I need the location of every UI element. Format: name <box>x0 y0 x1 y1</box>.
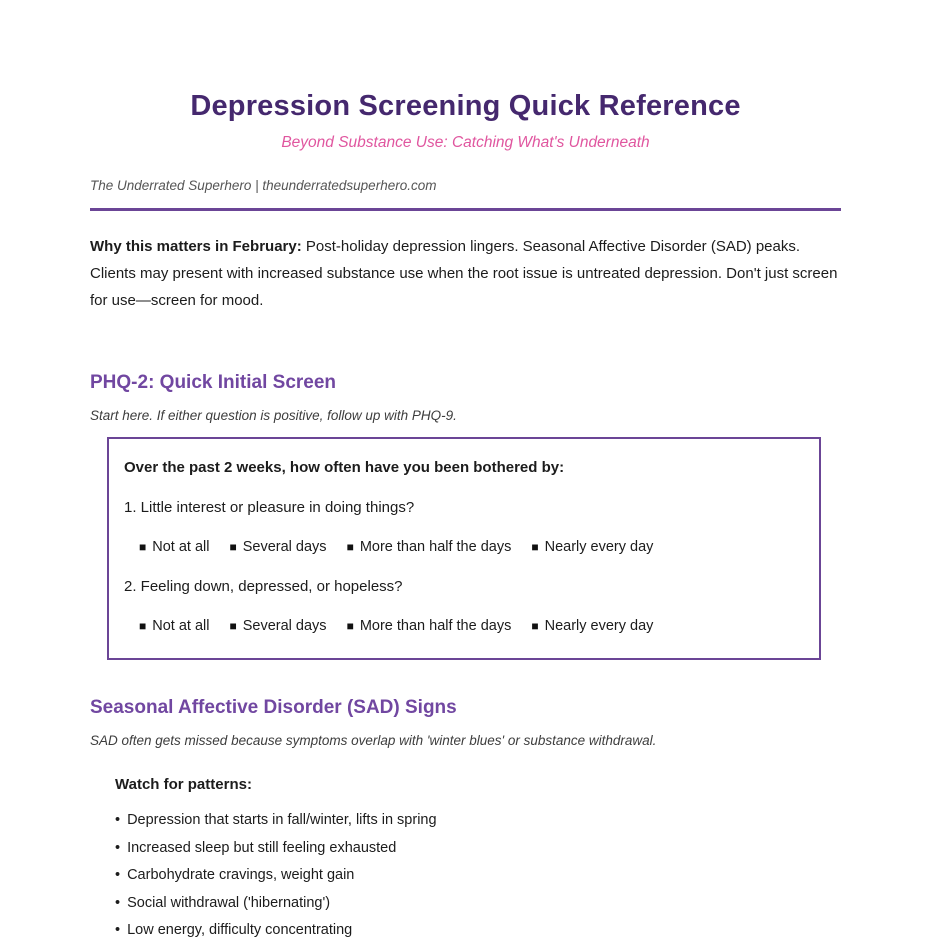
pattern-text: Social withdrawal ('hibernating') <box>127 894 331 911</box>
phq2-prompt: Over the past 2 weeks, how often have yo… <box>124 459 565 476</box>
pattern-text: Carbohydrate cravings, weight gain <box>127 867 355 883</box>
sad-patterns-list: Watch for patterns: • Depression that sta… <box>115 776 841 945</box>
bullet-icon: • <box>115 839 121 856</box>
bullet-icon: • <box>115 922 121 938</box>
intro-paragraph: Why this matters in February: Post-holid… <box>90 233 841 314</box>
option-more-than-half: ■ More than half the days <box>347 618 512 634</box>
option-label: Not at all <box>152 618 210 634</box>
bullet-icon: • <box>115 894 121 911</box>
pattern-text: Depression that starts in fall/winter, l… <box>127 812 437 828</box>
phq2-options-row-2: ■ Not at all ■ Several days ■ More than hal… <box>139 618 804 634</box>
list-item: • Carbohydrate cravings, weight gain <box>115 862 841 890</box>
pattern-text: Low energy, difficulty concentrating <box>127 922 353 938</box>
checkbox-icon: ■ <box>531 540 539 554</box>
phq2-question-2: 2. Feeling down, depressed, or hopeless? <box>124 578 403 595</box>
pattern-text: Increased sleep but still feeling exhaus… <box>127 839 397 856</box>
divider-rule <box>90 208 841 211</box>
option-nearly-every-day: ■ Nearly every day <box>531 618 653 634</box>
option-label: Nearly every day <box>544 618 654 634</box>
option-label: Nearly every day <box>544 539 654 555</box>
page-title: Depression Screening Quick Reference <box>190 90 741 122</box>
phq2-heading: PHQ-2: Quick Initial Screen <box>90 372 337 393</box>
sad-note: SAD often gets missed because symptoms o… <box>90 733 657 748</box>
phq2-box: Over the past 2 weeks, how often have yo… <box>107 437 821 660</box>
option-label: Several days <box>242 618 327 634</box>
bullet-icon: • <box>115 812 121 828</box>
intro-text: Post-holiday depression lingers. Seasona… <box>90 238 838 309</box>
list-item: • Social withdrawal ('hibernating') <box>115 890 841 918</box>
checkbox-icon: ■ <box>139 619 147 633</box>
checkbox-icon: ■ <box>139 540 147 554</box>
page-subtitle: Beyond Substance Use: Catching What's Un… <box>281 134 650 151</box>
byline: The Underrated Superhero | theunderrated… <box>90 178 437 193</box>
phq2-question-1: 1. Little interest or pleasure in doing … <box>124 499 415 516</box>
option-more-than-half: ■ More than half the days <box>347 539 512 555</box>
phq2-options-row-1: ■ Not at all ■ Several days ■ More than hal… <box>139 539 804 555</box>
list-item: • Increased sleep but still feeling exhau… <box>115 835 841 863</box>
option-nearly-every-day: ■ Nearly every day <box>531 539 653 555</box>
checkbox-icon: ■ <box>346 619 354 633</box>
list-item: • Depression that starts in fall/winter, … <box>115 807 841 835</box>
list-item: • Low energy, difficulty concentrating <box>115 917 841 945</box>
option-several-days: ■ Several days <box>229 618 326 634</box>
option-label: More than half the days <box>359 618 512 634</box>
checkbox-icon: ■ <box>229 540 237 554</box>
phq2-note: Start here. If either question is positi… <box>90 408 457 423</box>
checkbox-icon: ■ <box>531 619 539 633</box>
option-not-at-all: ■ Not at all <box>139 618 209 634</box>
option-label: More than half the days <box>359 539 512 555</box>
option-label: Not at all <box>152 539 210 555</box>
checkbox-icon: ■ <box>229 619 237 633</box>
sad-heading: Seasonal Affective Disorder (SAD) Signs <box>90 697 457 718</box>
patterns-label: Watch for patterns: <box>115 776 252 793</box>
option-several-days: ■ Several days <box>229 539 326 555</box>
intro-label: Why this matters in February: <box>90 238 302 255</box>
option-not-at-all: ■ Not at all <box>139 539 209 555</box>
bullet-icon: • <box>115 867 121 883</box>
checkbox-icon: ■ <box>346 540 354 554</box>
option-label: Several days <box>242 539 327 555</box>
